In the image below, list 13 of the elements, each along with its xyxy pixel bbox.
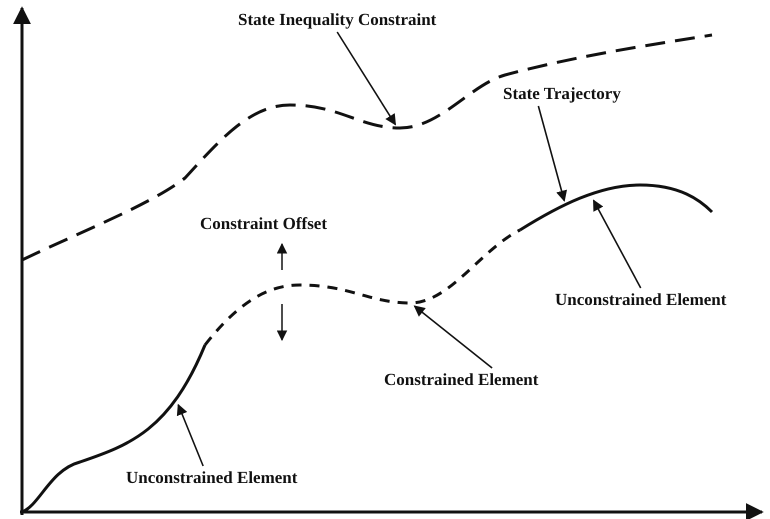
constraint-curve	[21, 34, 712, 262]
callout-label: Unconstrained Element	[126, 468, 298, 488]
callout-label: Constraint Offset	[200, 214, 328, 234]
trajectory-curve	[204, 228, 521, 346]
leader-arrow	[414, 305, 493, 369]
leader-arrow	[176, 404, 204, 466]
leader-arrow	[592, 199, 642, 288]
leader-arrow	[538, 106, 568, 202]
callout-label: Constrained Element	[384, 370, 538, 390]
callout-label: State Trajectory	[503, 84, 621, 104]
callout-label: State Inequality Constraint	[238, 10, 436, 30]
callout-label: Unconstrained Element	[555, 290, 726, 310]
leader-arrow	[336, 32, 396, 126]
